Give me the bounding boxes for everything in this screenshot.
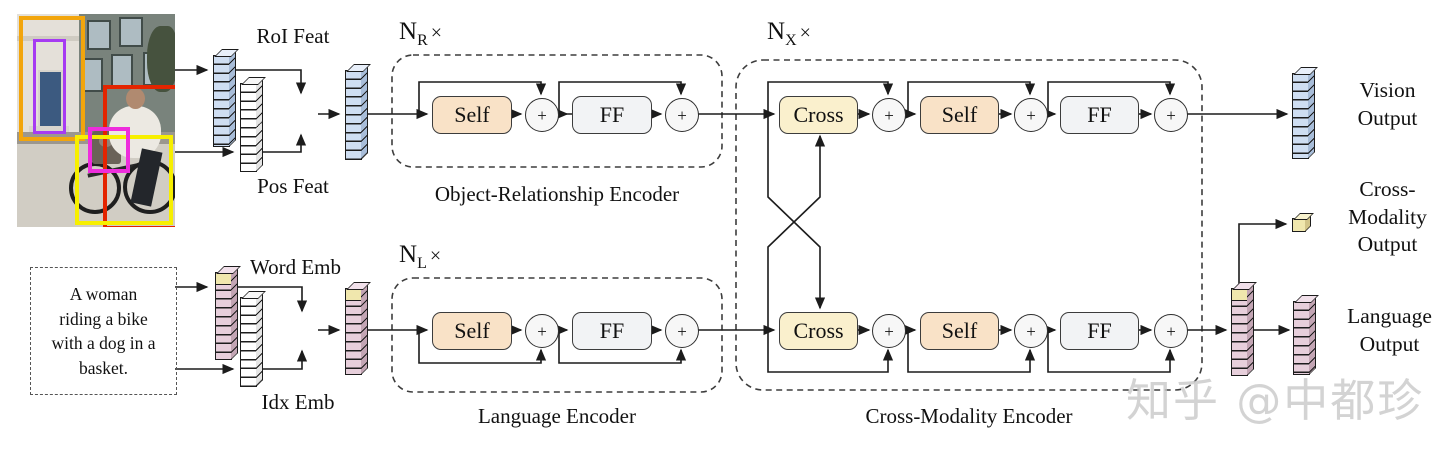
roi-feat-label: RoI Feat bbox=[256, 24, 330, 48]
cm-top-add-2: + bbox=[1014, 98, 1048, 132]
cm-bot-self-block: Self bbox=[920, 312, 999, 350]
idx-emb-label: Idx Emb bbox=[261, 390, 335, 414]
pos-feat-label: Pos Feat bbox=[257, 174, 329, 198]
sentence-line: with a dog in a bbox=[51, 333, 156, 353]
input-sentence-box: A woman riding a bike with a dog in a ba… bbox=[30, 267, 177, 395]
language-output-label: Language Output bbox=[1327, 303, 1440, 358]
object-relationship-encoder-label: Object-Relationship Encoder bbox=[434, 182, 680, 206]
vision-output-line1: Vision bbox=[1359, 78, 1416, 102]
or-self-block: Self bbox=[432, 96, 512, 134]
roi-feat-bar bbox=[213, 49, 239, 147]
or-ff-block: FF bbox=[572, 96, 652, 134]
input-image bbox=[17, 14, 175, 227]
woman-jacket bbox=[109, 106, 161, 158]
bbox-orange bbox=[19, 16, 85, 141]
sentence-line: riding a bike bbox=[59, 308, 148, 329]
cm-top-add-3: + bbox=[1154, 98, 1188, 132]
word-emb-bar bbox=[215, 266, 241, 360]
cross-modality-output-cube bbox=[1292, 213, 1314, 232]
bbox-yellow bbox=[75, 135, 173, 225]
n-x-times: × bbox=[799, 22, 811, 44]
cross-modality-encoder-box bbox=[735, 59, 1203, 391]
n-l-base: N bbox=[399, 241, 418, 268]
language-output-line2: Output bbox=[1359, 331, 1420, 356]
language-output-bar bbox=[1293, 295, 1319, 375]
building-window bbox=[111, 54, 133, 88]
lang-add-node-1: + bbox=[525, 314, 559, 348]
cm-output-line1: Cross- bbox=[1359, 177, 1416, 201]
cm-top-cross-block: Cross bbox=[779, 96, 858, 134]
building-window bbox=[87, 20, 111, 50]
language-encoder-label: Language Encoder bbox=[477, 404, 636, 428]
n-l-times: × bbox=[429, 245, 442, 267]
or-add-node-1: + bbox=[525, 98, 559, 132]
or-add-node-2: + bbox=[665, 98, 699, 132]
language-cm-bar bbox=[1231, 282, 1257, 376]
cm-top-ff-block: FF bbox=[1060, 96, 1139, 134]
vision-output-bar bbox=[1292, 67, 1318, 159]
vision-output-label: Vision Output bbox=[1330, 77, 1440, 132]
cm-bot-add-3: + bbox=[1154, 314, 1188, 348]
vision-output-line2: Output bbox=[1357, 105, 1418, 130]
object-relationship-encoder-box bbox=[391, 54, 723, 168]
building-window bbox=[119, 17, 143, 47]
n-l-label: NL× bbox=[399, 241, 441, 273]
vision-embedding-bar bbox=[345, 64, 371, 160]
idx-emb-bar bbox=[240, 291, 266, 387]
n-r-base: N bbox=[399, 18, 418, 45]
pos-feat-bar bbox=[240, 77, 266, 172]
n-r-times: × bbox=[430, 22, 443, 44]
house-cornice bbox=[17, 36, 79, 41]
n-l-sub: L bbox=[417, 255, 427, 272]
n-r-sub: R bbox=[417, 32, 428, 49]
cross-modality-encoder-label: Cross-Modality Encoder bbox=[865, 404, 1073, 428]
cm-bot-add-1: + bbox=[872, 314, 906, 348]
woman-head bbox=[126, 88, 145, 109]
cm-output-line3: Output bbox=[1357, 232, 1418, 256]
bbox-magenta bbox=[88, 127, 130, 173]
language-embedding-bar bbox=[345, 282, 371, 375]
language-output-line1: Language bbox=[1347, 304, 1432, 328]
sentence-line: basket. bbox=[78, 357, 129, 378]
lang-ff-block: FF bbox=[572, 312, 652, 350]
cm-top-add-1: + bbox=[872, 98, 906, 132]
tree-foliage bbox=[147, 26, 175, 92]
n-x-base: N bbox=[767, 18, 786, 45]
bike-wheel bbox=[69, 162, 121, 214]
encoder-boxes bbox=[391, 54, 1203, 393]
cm-bot-cross-block: Cross bbox=[779, 312, 858, 350]
cross-modality-output-label: Cross- Modality Output bbox=[1330, 176, 1440, 259]
cm-top-self-block: Self bbox=[920, 96, 999, 134]
lang-add-node-2: + bbox=[665, 314, 699, 348]
word-emb-label: Word Emb bbox=[249, 255, 342, 279]
cm-output-line2: Modality bbox=[1348, 204, 1427, 229]
bbox-purple bbox=[33, 39, 66, 134]
cm-bot-add-2: + bbox=[1014, 314, 1048, 348]
n-x-sub: X bbox=[785, 32, 797, 49]
lang-self-block: Self bbox=[432, 312, 512, 350]
watermark: 知乎 @中都珍 bbox=[1126, 374, 1425, 427]
cm-bot-ff-block: FF bbox=[1060, 312, 1139, 350]
language-encoder-box bbox=[391, 277, 723, 393]
n-x-label: NX× bbox=[767, 18, 811, 50]
n-r-label: NR× bbox=[399, 18, 442, 50]
sentence-line: A woman bbox=[69, 284, 138, 304]
bbox-red bbox=[103, 85, 175, 227]
